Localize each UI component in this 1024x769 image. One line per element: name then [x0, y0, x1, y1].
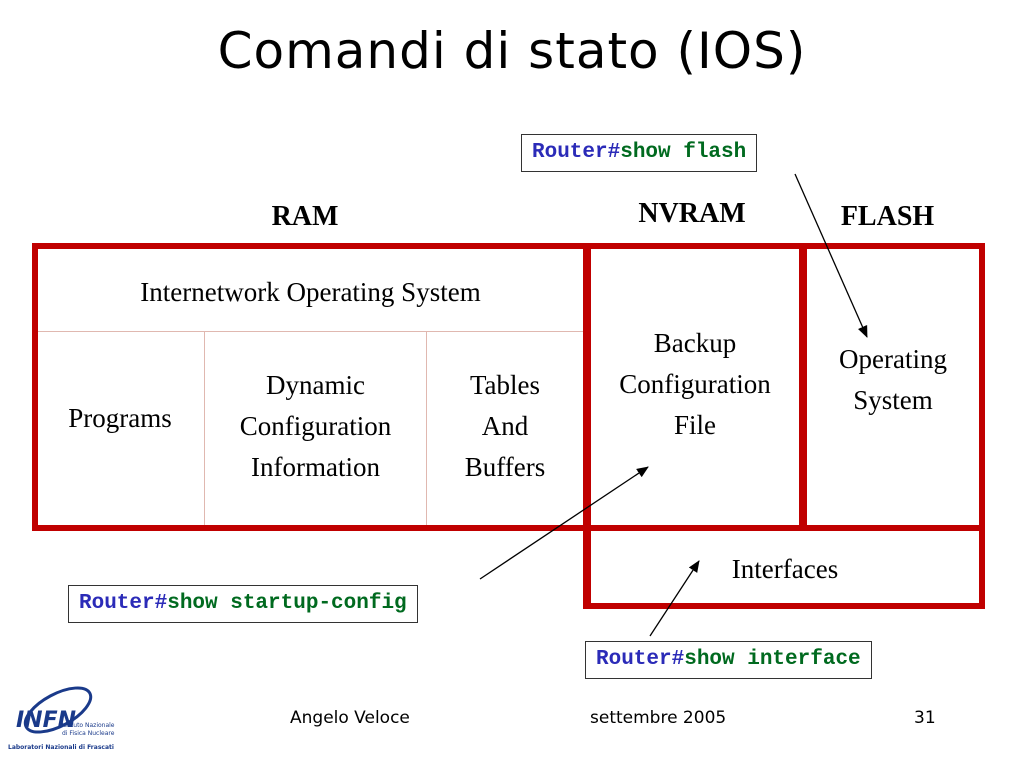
flash-os-line-2: System	[853, 385, 933, 415]
tables-line-1: Tables	[469, 370, 541, 400]
show-interface-text: show interface	[684, 648, 861, 671]
programs-cell: Programs	[68, 403, 172, 433]
backup-line-1: Backup	[653, 328, 737, 358]
svg-text:INFN: INFN	[16, 708, 76, 733]
tables-line-2: And	[481, 411, 529, 441]
ios-cell: Internetwork Operating System	[140, 277, 481, 307]
footer-page-number: 31	[914, 708, 936, 728]
flash-os-cell: Operating System	[807, 339, 979, 421]
arrow-show-startup-config	[479, 466, 649, 580]
footer-date: settembre 2005	[590, 708, 727, 728]
dynamic-config-cell: Dynamic Configuration Information	[205, 365, 426, 488]
interfaces-cell: Interfaces	[731, 554, 839, 584]
backup-line-3: File	[673, 410, 716, 440]
show-startup-prompt: Router#	[79, 592, 168, 615]
backup-line-2: Configuration	[619, 369, 771, 399]
logo-line-3: Laboratori Nazionali di Frascati	[8, 744, 114, 751]
ram-col-divider-1	[204, 332, 205, 525]
infn-logo-graphic: INFN	[16, 686, 93, 734]
interfaces-box	[583, 525, 985, 609]
show-startup-text: show startup-config	[167, 592, 407, 615]
dynamic-line-2: Configuration	[239, 411, 392, 441]
show-interface-prompt: Router#	[596, 648, 685, 671]
nvram-header: NVRAM	[638, 198, 746, 229]
logo-line-2: di Fisica Nucleare	[62, 730, 115, 737]
show-flash-command: Router#show flash	[521, 134, 758, 172]
slide-title: Comandi di stato (IOS)	[217, 22, 807, 80]
show-startup-config-command: Router#show startup-config	[68, 585, 418, 623]
tables-line-3: Buffers	[464, 452, 546, 482]
backup-config-cell: Backup Configuration File	[591, 323, 799, 446]
tables-buffers-cell: Tables And Buffers	[427, 365, 583, 488]
ram-col-divider-2	[426, 332, 427, 525]
ram-row-divider	[38, 331, 583, 332]
ram-header: RAM	[271, 201, 339, 232]
dynamic-line-3: Information	[251, 452, 380, 482]
arrow-show-interface	[649, 560, 700, 637]
footer-author: Angelo Veloce	[290, 708, 410, 728]
show-flash-prompt: Router#	[532, 141, 621, 164]
show-interface-command: Router#show interface	[585, 641, 872, 679]
memory-diagram	[32, 243, 985, 531]
infn-logo: INFN Istituto Nazionale di Fisica Nuclea…	[6, 680, 118, 764]
nvram-flash-divider	[799, 243, 807, 531]
ram-nvram-divider	[583, 243, 591, 609]
flash-os-line-1: Operating	[839, 344, 947, 374]
flash-header: FLASH	[840, 201, 935, 232]
show-flash-text: show flash	[620, 141, 747, 164]
dynamic-line-1: Dynamic	[266, 370, 365, 400]
arrow-show-flash	[794, 173, 868, 338]
logo-line-1: Istituto Nazionale	[62, 722, 115, 729]
